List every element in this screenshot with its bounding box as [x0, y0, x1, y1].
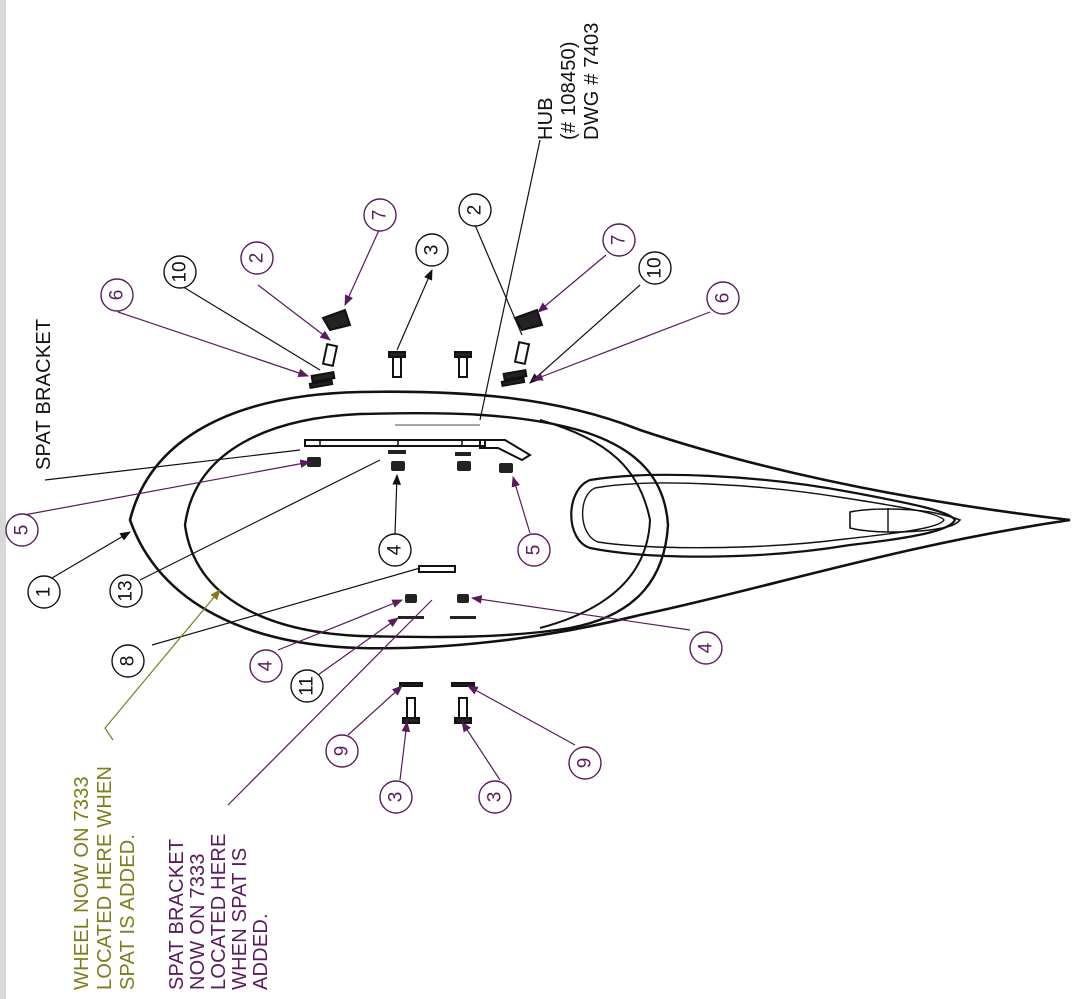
balloon-6-right-number: 6	[713, 293, 734, 304]
wheel-note-line-2: LOCATED HERE WHEN	[94, 766, 116, 990]
balloon-2-left: 2	[240, 241, 274, 275]
balloon-7-left: 7	[363, 198, 397, 232]
balloon-9-right-number: 9	[575, 758, 596, 769]
hub-label: HUB (# 108450) DWG # 7403	[535, 22, 603, 140]
spat-fairing-inner	[183, 411, 670, 639]
lower-hardware	[398, 565, 476, 619]
wheel-opening-loop	[570, 473, 957, 558]
balloon-3-right-number: 3	[485, 792, 506, 803]
balloon-8-number: 8	[118, 656, 139, 667]
balloon-10-right-number: 10	[645, 257, 666, 278]
balloon-7-right: 7	[602, 223, 636, 257]
balloon-3-left: 3	[379, 780, 413, 814]
balloon-4-right-number: 4	[696, 642, 717, 653]
balloon-3-top: 3	[415, 233, 449, 267]
wheel-note-line-3: SPAT IS ADDED.	[117, 834, 139, 990]
balloon-5-left-number: 5	[12, 525, 33, 536]
wheel-note: WHEEL NOW ON 7333 LOCATED HERE WHEN SPAT…	[71, 766, 139, 990]
hub-label-line-1: HUB	[535, 97, 557, 140]
balloon-5-left: 5	[5, 513, 39, 547]
wheel-note-line-1: WHEEL NOW ON 7333	[71, 776, 93, 990]
balloon-7-left-number: 7	[370, 210, 391, 221]
balloon-2-left-number: 2	[247, 253, 268, 264]
spat-bracket-label: SPAT BRACKET	[33, 319, 55, 470]
balloon-1-number: 1	[34, 587, 55, 598]
balloon-2-right: 2	[458, 193, 492, 227]
balloon-10-left-number: 10	[170, 261, 191, 282]
balloon-10-right: 10	[638, 251, 672, 285]
nut-parts-upper	[307, 450, 513, 473]
balloon-4-right: 4	[689, 631, 723, 665]
balloon-9-left-number: 9	[332, 746, 353, 757]
spat-note-line-3: LOCATED HERE	[208, 833, 230, 990]
balloon-11-number: 11	[297, 676, 318, 696]
spat-bracket-note: SPAT BRACKET NOW ON 7333 LOCATED HERE WH…	[166, 833, 272, 990]
axle-tab	[849, 508, 962, 533]
balloon-5-right: 5	[517, 533, 551, 567]
balloon-4-lower: 4	[249, 649, 283, 683]
balloon-13: 13	[109, 574, 143, 608]
balloon-3-top-number: 3	[422, 245, 443, 256]
balloon-7-right-number: 7	[609, 235, 630, 246]
balloon-2-right-number: 2	[465, 205, 486, 216]
balloon-11: 11	[290, 669, 324, 703]
balloon-5-right-number: 5	[524, 545, 545, 556]
balloon-4-lower-number: 4	[256, 660, 277, 671]
wheel-opening-inner	[581, 482, 945, 549]
drawing-frame-border	[0, 0, 6, 999]
spat-note-line-1: SPAT BRACKET	[166, 839, 188, 990]
balloon-6-left: 6	[100, 278, 134, 312]
spat-note-line-4: WHEN SPAT IS	[229, 848, 251, 990]
balloon-4-center: 4	[378, 533, 412, 567]
balloon-9-right: 9	[568, 746, 602, 780]
balloon-10-left: 10	[163, 255, 197, 289]
balloon-6-left-number: 6	[107, 290, 128, 301]
lower-bolts-and-washers	[399, 682, 475, 724]
spat-note-line-5: ADDED.	[250, 913, 272, 990]
leader-lines	[23, 139, 711, 806]
balloon-6-right: 6	[706, 281, 740, 315]
spat-fairing-outer	[128, 390, 1071, 650]
balloon-13-number: 13	[116, 580, 137, 601]
balloon-3-right: 3	[478, 780, 512, 814]
balloon-8: 8	[111, 644, 145, 678]
balloon-9-left: 9	[325, 734, 359, 768]
spat-bracket-part	[304, 439, 532, 462]
balloon-1: 1	[27, 575, 61, 609]
balloon-4-center-number: 4	[385, 544, 406, 555]
hub-label-line-3: DWG # 7403	[581, 22, 603, 140]
spat-note-line-2: NOW ON 7333	[187, 853, 209, 990]
spat-inner-ridge	[539, 419, 652, 629]
hub-label-line-2: (# 108450)	[558, 41, 580, 140]
balloon-3-left-number: 3	[386, 792, 407, 803]
upper-bolts-and-washers	[308, 308, 544, 390]
